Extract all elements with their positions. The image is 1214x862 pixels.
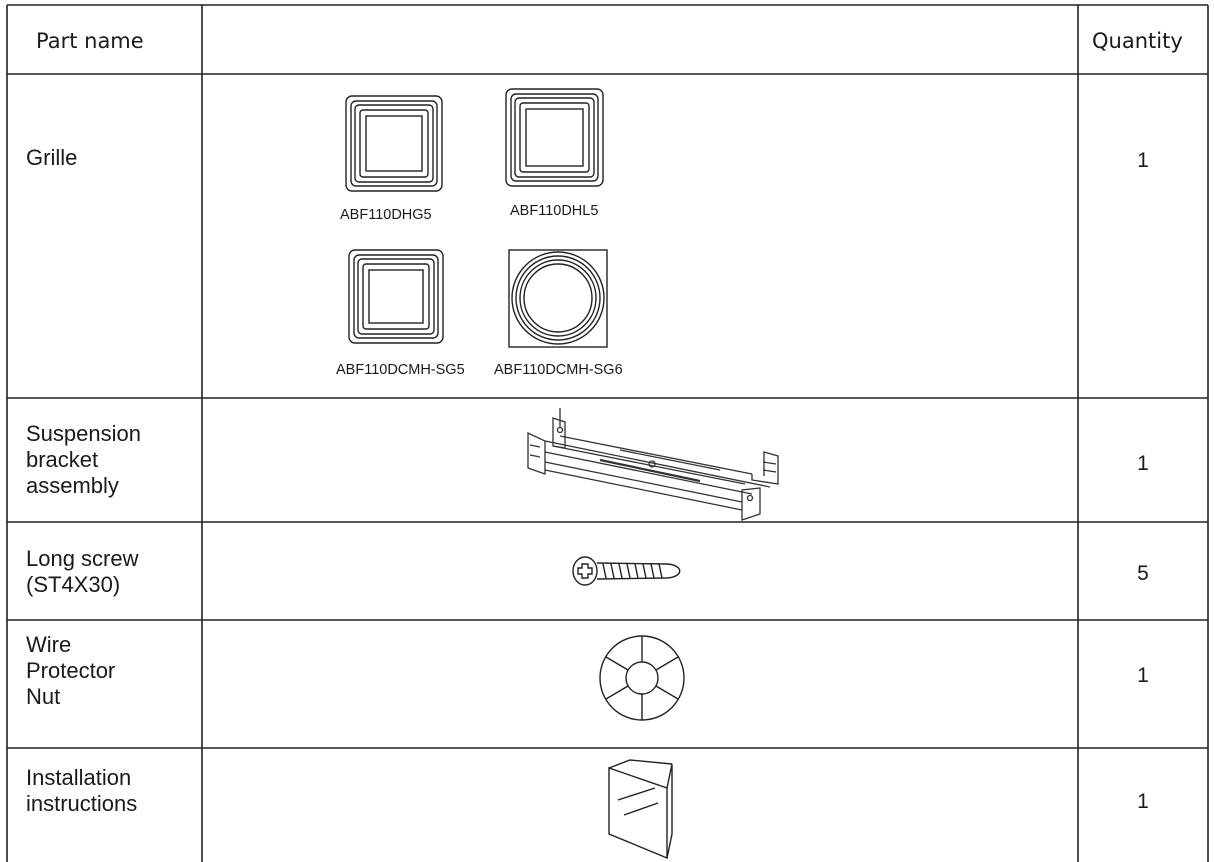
part-name-long-screw: Long screw (ST4X30) — [26, 546, 139, 597]
square-grille-icon — [345, 95, 443, 192]
quantity-grille: 1 — [1137, 149, 1149, 172]
model-label-2: ABF110DHL5 — [510, 203, 599, 219]
round-grille-icon — [508, 249, 608, 348]
header-quantity: Quantity — [1092, 29, 1183, 53]
quantity-installation-instructions: 1 — [1137, 790, 1149, 813]
model-label-1: ABF110DHG5 — [340, 207, 432, 223]
quantity-wire-protector-nut: 1 — [1137, 664, 1149, 687]
part-name-installation-instructions: Installation instructions — [26, 765, 138, 816]
square-grille-icon — [505, 88, 604, 187]
model-label-3: ABF110DCMH-SG5 — [336, 362, 465, 378]
model-label-4: ABF110DCMH-SG6 — [494, 362, 623, 378]
part-name-wire-protector-nut: Wire Protector Nut — [26, 632, 116, 709]
quantity-long-screw: 5 — [1137, 562, 1149, 585]
quantity-suspension-bracket: 1 — [1137, 452, 1149, 475]
part-name-suspension-bracket: Suspension bracket assembly — [26, 421, 141, 498]
header-part-name: Part name — [36, 29, 144, 53]
square-grille-icon — [348, 249, 444, 344]
part-name-grille: Grille — [26, 145, 78, 170]
